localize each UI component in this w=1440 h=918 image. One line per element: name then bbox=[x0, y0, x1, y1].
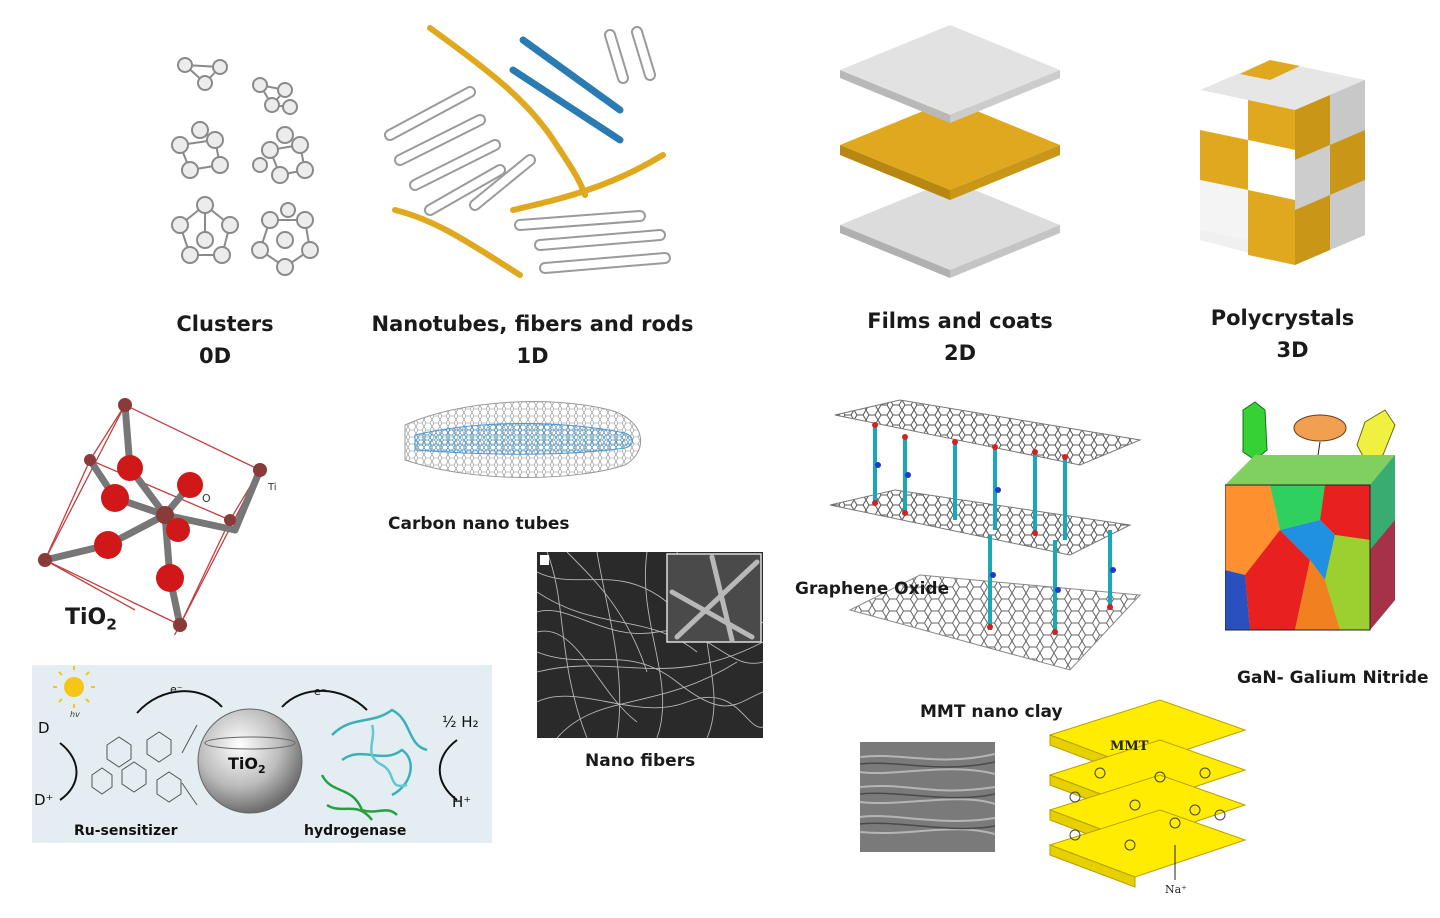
category-name: Films and coats bbox=[867, 309, 1053, 333]
gan-label: GaN- Galium Nitride bbox=[1237, 668, 1429, 688]
polycrystals-illustration bbox=[1200, 60, 1365, 265]
films-coats-illustration bbox=[840, 25, 1060, 278]
film-layer-middle bbox=[840, 100, 1060, 200]
sodium-ion-label: Na⁺ bbox=[1165, 883, 1187, 895]
graphene-oxide-structure bbox=[830, 399, 1142, 671]
category-0d-label: Clusters 0D bbox=[150, 308, 300, 372]
oxygen-atom bbox=[94, 531, 122, 559]
tio2-sphere bbox=[197, 708, 303, 814]
photocatalysis-scheme: hv D D⁺ e⁻ e⁻ e⁻ ½ H₂ H⁺ TiO2 bbox=[32, 665, 492, 843]
tio2-sphere-label: TiO2 bbox=[228, 754, 266, 776]
orange-crystal bbox=[1293, 414, 1347, 442]
cluster-10-atoms bbox=[171, 196, 239, 264]
mmt-layer-diagram: MMT Na⁺ bbox=[1048, 699, 1247, 895]
oxygen-atom bbox=[166, 518, 190, 542]
donor-label: D bbox=[38, 719, 50, 737]
hydrogenase-label: hydrogenase bbox=[304, 823, 406, 839]
hydrogenase-protein bbox=[320, 708, 428, 821]
donor-oxidized-label: D⁺ bbox=[34, 791, 53, 809]
category-name: Polycrystals bbox=[1210, 306, 1355, 330]
film-layer-top bbox=[840, 25, 1060, 123]
hplus-label: H⁺ bbox=[452, 793, 471, 811]
tio2-crystal-structure: O Ti bbox=[38, 398, 277, 635]
category-dimension: 0D bbox=[198, 344, 232, 368]
nanotubes-rods-illustration bbox=[384, 25, 671, 278]
mmt-label: MMT nano clay bbox=[920, 702, 1063, 722]
gold-fiber bbox=[427, 25, 588, 198]
nanofibers-label: Nano fibers bbox=[585, 751, 696, 771]
tio2-sphere-subscript: 2 bbox=[258, 763, 266, 776]
oxygen-atom bbox=[101, 484, 129, 512]
h2-label: ½ H₂ bbox=[442, 713, 479, 731]
tio2-subscript: 2 bbox=[106, 615, 117, 634]
blue-rod bbox=[519, 36, 624, 114]
graphene-sheet-top bbox=[834, 399, 1142, 466]
oxygen-atom bbox=[117, 455, 143, 481]
yellow-crystal bbox=[1356, 409, 1396, 461]
graphene-sheet-bottom bbox=[848, 574, 1142, 671]
category-2d-label: Films and coats 2D bbox=[860, 305, 1060, 369]
tio2-formula: TiO bbox=[65, 605, 107, 630]
tio2-label: TiO2 bbox=[65, 605, 117, 633]
graphene-oxide-label: Graphene Oxide bbox=[795, 579, 950, 599]
category-name: Nanotubes, fibers and rods bbox=[371, 312, 694, 336]
mmt-sem-image bbox=[860, 742, 995, 852]
electron-label: e⁻ bbox=[170, 683, 183, 696]
ru-sensitizer-label: Ru-sensitizer bbox=[74, 823, 178, 839]
cluster-3-atoms bbox=[177, 57, 228, 91]
carbon-nanotubes-label: Carbon nano tubes bbox=[388, 514, 570, 534]
oxygen-atom bbox=[177, 472, 203, 498]
sun-icon bbox=[53, 666, 95, 708]
atom-label-o: O bbox=[202, 492, 211, 505]
cluster-7-atoms bbox=[252, 126, 314, 184]
nanofibers-sem-image bbox=[537, 552, 763, 738]
oxygen-atom bbox=[156, 564, 184, 592]
green-crystal bbox=[1242, 401, 1268, 461]
gold-fiber bbox=[510, 152, 666, 213]
category-3d-label: Polycrystals 3D bbox=[1205, 302, 1360, 366]
category-1d-label: Nanotubes, fibers and rods 1D bbox=[370, 308, 695, 372]
mmt-box-label: MMT bbox=[1110, 739, 1149, 754]
cluster-13-atoms bbox=[251, 202, 319, 276]
category-dimension: 2D bbox=[943, 341, 977, 365]
film-layer-bottom bbox=[840, 180, 1060, 278]
category-name: Clusters bbox=[176, 312, 274, 336]
atom-label-ti: Ti bbox=[267, 482, 277, 493]
blue-rod bbox=[509, 66, 624, 144]
gold-fiber bbox=[392, 207, 523, 278]
tio2-sphere-formula: TiO bbox=[228, 754, 258, 773]
clusters-illustration bbox=[171, 57, 319, 276]
category-dimension: 1D bbox=[516, 344, 549, 368]
cluster-4-atoms bbox=[252, 77, 298, 115]
hv-label: hv bbox=[70, 710, 80, 719]
gan-polycrystal-image bbox=[1225, 401, 1396, 631]
carbon-nanotube-image bbox=[404, 401, 642, 478]
category-dimension: 3D bbox=[1276, 338, 1309, 362]
cluster-6-atoms bbox=[171, 121, 229, 179]
